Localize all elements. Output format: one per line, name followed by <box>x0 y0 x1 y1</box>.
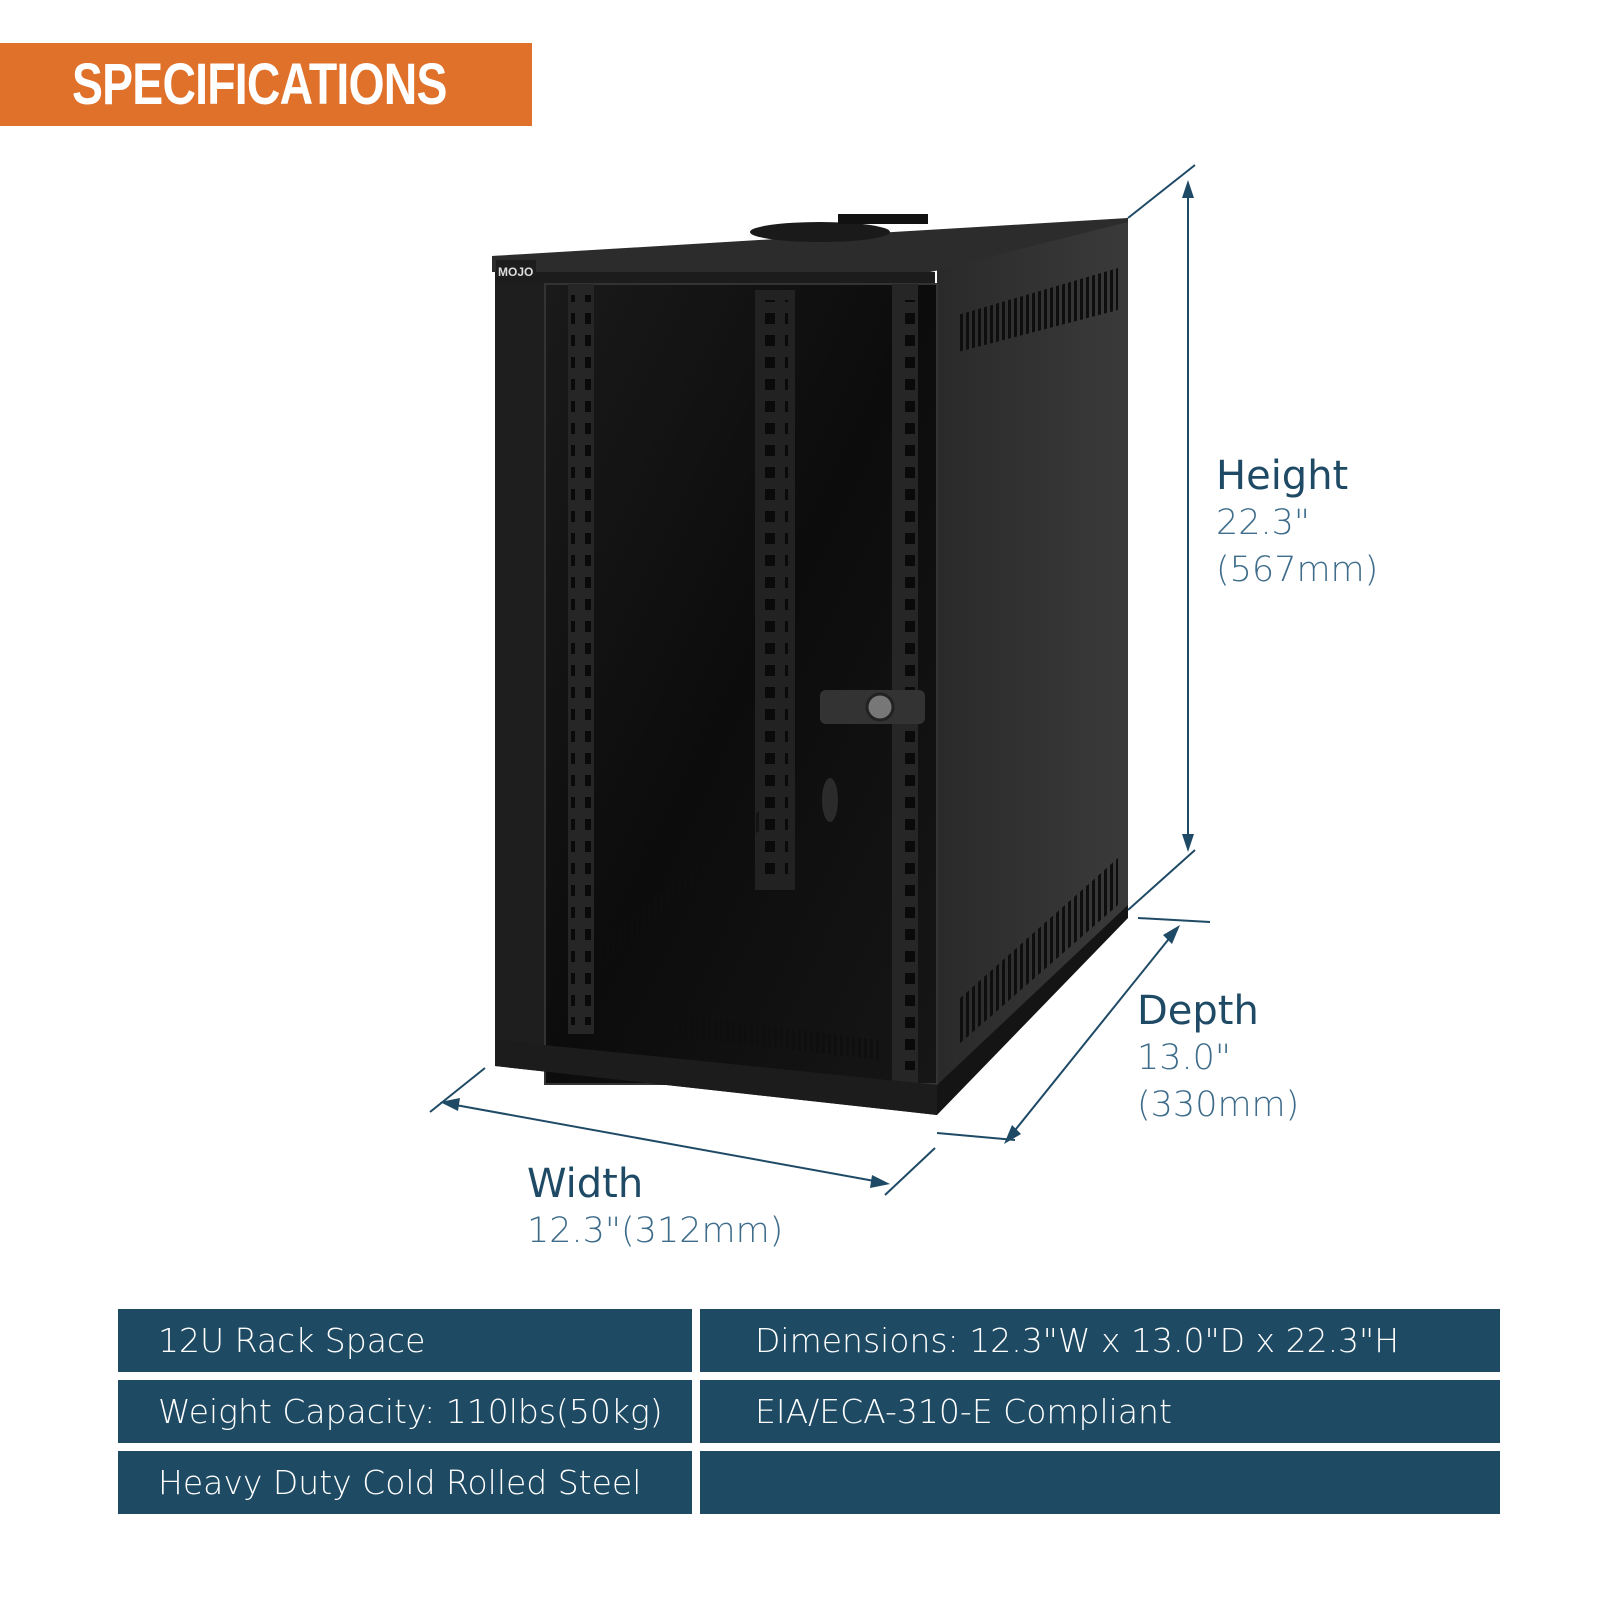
height-label: Height 22.3" (567mm) <box>1216 452 1378 594</box>
spec-cell: Dimensions: 12.3"W x 13.0"D x 22.3"H <box>700 1309 1500 1372</box>
depth-mm: (330mm) <box>1137 1085 1300 1125</box>
width-value: 12.3"(312mm) <box>527 1211 784 1251</box>
spec-cell: EIA/ECA-310-E Compliant <box>700 1380 1500 1443</box>
spec-cell: Heavy Duty Cold Rolled Steel <box>118 1451 692 1514</box>
brand-logo: MOJO <box>498 265 533 279</box>
top-fan <box>750 222 890 242</box>
depth-label: Depth 13.0" (330mm) <box>1137 987 1299 1129</box>
top-cable-port <box>838 214 928 224</box>
cabinet-side <box>937 222 1128 1100</box>
width-dimension-line <box>429 1067 936 1196</box>
spec-cell-empty <box>700 1451 1500 1514</box>
door-lock <box>865 692 895 722</box>
height-title: Height <box>1216 453 1349 499</box>
width-title: Width <box>527 1161 644 1207</box>
front-frame-left <box>495 272 545 1052</box>
spec-cell: 12U Rack Space <box>118 1309 692 1372</box>
glass-door <box>544 283 938 1085</box>
specifications-banner: SPECIFICATIONS <box>0 43 532 126</box>
banner-title: SPECIFICATIONS <box>72 52 447 117</box>
height-dimension-line <box>1127 164 1196 911</box>
spec-table: 12U Rack Space Dimensions: 12.3"W x 13.0… <box>118 1309 1500 1514</box>
depth-title: Depth <box>1137 988 1259 1034</box>
depth-dimension-line <box>936 917 1211 1144</box>
depth-inches: 13.0" <box>1137 1038 1232 1078</box>
height-mm: (567mm) <box>1216 550 1379 590</box>
spec-cell: Weight Capacity: 110lbs(50kg) <box>118 1380 692 1443</box>
rack-cabinet-illustration: MOJO <box>429 164 1211 1196</box>
height-inches: 22.3" <box>1216 503 1311 543</box>
width-label: Width 12.3"(312mm) <box>527 1160 783 1255</box>
